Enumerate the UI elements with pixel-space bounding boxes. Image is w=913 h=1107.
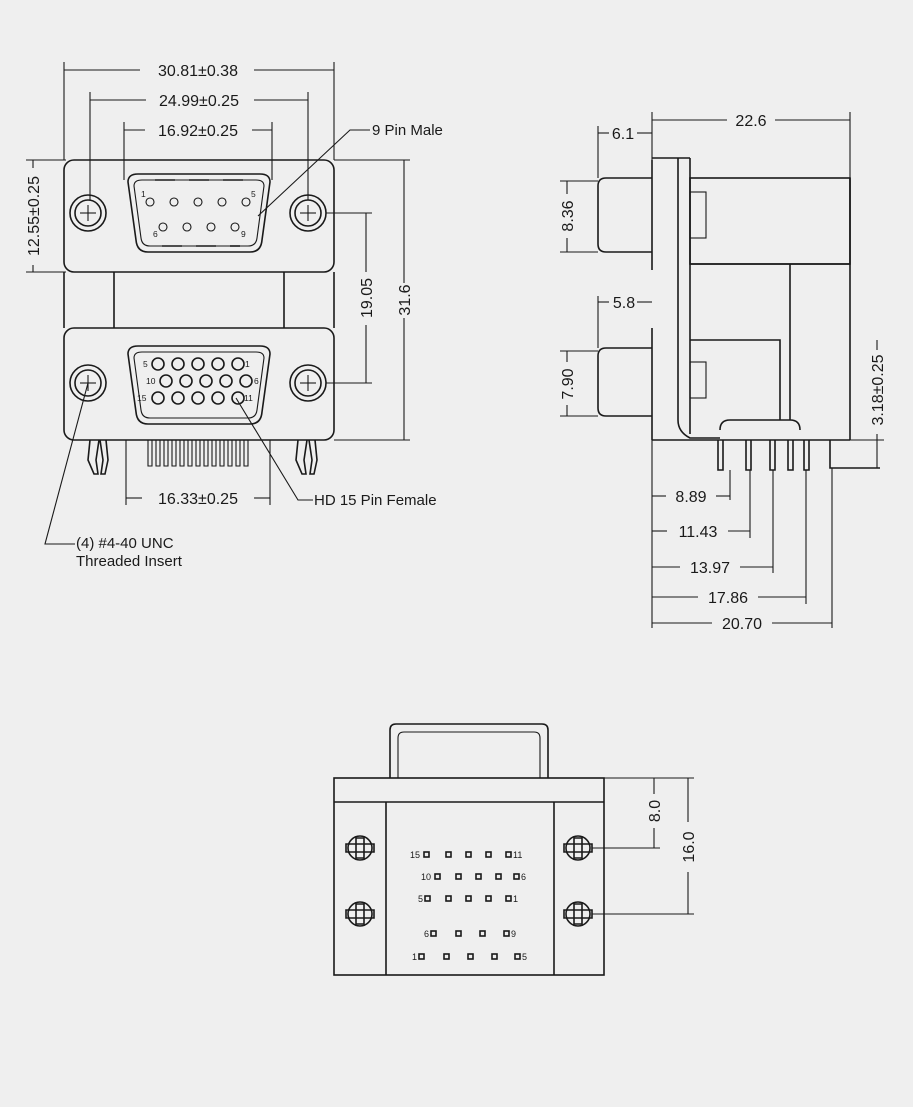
pad-label: 6 bbox=[521, 872, 526, 882]
side-view: 22.6 6.1 8.36 5.8 bbox=[560, 112, 887, 633]
dim-depth: 22.6 bbox=[651, 112, 851, 178]
dim-overall-width: 30.81±0.38 bbox=[64, 63, 334, 80]
hd15-shell bbox=[127, 345, 271, 425]
hd15-pin-label: 1 bbox=[245, 359, 250, 369]
callout-threaded-insert-line2: Threaded Insert bbox=[76, 553, 183, 570]
dim-overall-height-label: 31.6 bbox=[397, 284, 414, 315]
dim-row-2-label: 11.43 bbox=[679, 524, 718, 541]
dim-row-5: 20.70 bbox=[652, 468, 833, 633]
dim-bottom-shell-height: 7.90 bbox=[560, 350, 598, 417]
callout-threaded-insert: (4) #4-40 UNC Threaded Insert bbox=[44, 382, 183, 570]
dim-flange-height: 12.55±0.25 bbox=[26, 159, 66, 273]
dim-row-1: 8.89 bbox=[652, 470, 731, 506]
dim-top-shell-height-label: 8.36 bbox=[560, 200, 577, 231]
board-lock-right bbox=[295, 439, 318, 475]
callout-hd15-female-label: HD 15 Pin Female bbox=[314, 492, 437, 509]
top-flange bbox=[63, 159, 335, 273]
dim-mount-hole-spacing: 24.99±0.25 bbox=[90, 93, 308, 110]
dim-shell-width-9pin-label: 16.92±0.25 bbox=[158, 123, 238, 140]
dim-top-shell-depth-label: 6.1 bbox=[612, 126, 634, 143]
board-lock-symbol bbox=[563, 835, 593, 861]
pad-label: 9 bbox=[511, 929, 516, 939]
pcb-pins bbox=[147, 440, 249, 467]
pad-label: 6 bbox=[424, 929, 429, 939]
pad-label: 5 bbox=[418, 894, 423, 904]
dim-bottom-shell-depth: 5.8 bbox=[597, 295, 652, 348]
front-view: 30.81±0.38 24.99±0.25 16.92±0.25 12.55±0… bbox=[26, 62, 443, 570]
mount-hole-top-right bbox=[289, 194, 327, 232]
hd15-pin-label: 5 bbox=[143, 359, 148, 369]
pad-label: 1 bbox=[412, 952, 417, 962]
callout-hd15-female: HD 15 Pin Female bbox=[235, 397, 437, 509]
dim-row-3-label: 13.97 bbox=[690, 560, 730, 577]
dim-flange-height-label: 12.55±0.25 bbox=[26, 176, 43, 256]
dim-half-spacing-label: 8.0 bbox=[647, 800, 664, 822]
db9-pin-label: 6 bbox=[153, 229, 158, 239]
dim-shell-width-15pin-label: 16.33±0.25 bbox=[158, 491, 238, 508]
callout-9-pin-male: 9 Pin Male bbox=[257, 122, 443, 217]
dim-shell-width-9pin: 16.92±0.25 bbox=[124, 123, 272, 140]
dim-row-4-label: 17.86 bbox=[708, 590, 748, 607]
bottom-flange bbox=[63, 327, 335, 441]
dim-standoff-label: 3.18±0.25 bbox=[870, 354, 887, 425]
mount-hole-top-left bbox=[69, 194, 107, 232]
dim-top-shell-depth: 6.1 bbox=[597, 126, 652, 178]
hd15-pin-label: 10 bbox=[146, 376, 156, 386]
board-lock-symbol bbox=[345, 901, 375, 927]
hd15-pin-label: 15 bbox=[137, 393, 147, 403]
db9-pins bbox=[145, 197, 251, 232]
dim-full-spacing: 16.0 bbox=[592, 777, 698, 915]
db9-pin-label: 9 bbox=[241, 229, 246, 239]
pad-label: 10 bbox=[421, 872, 431, 882]
hd15-pin-label: 11 bbox=[244, 393, 253, 403]
dim-half-spacing: 8.0 bbox=[592, 777, 664, 849]
hd15-pin-label: 6 bbox=[254, 376, 259, 386]
dim-overall-height: 31.6 bbox=[334, 159, 414, 441]
dim-full-spacing-label: 16.0 bbox=[681, 831, 698, 862]
db9-pin-label: 5 bbox=[251, 189, 256, 199]
dim-top-shell-height: 8.36 bbox=[560, 180, 598, 253]
board-lock-symbol bbox=[345, 835, 375, 861]
mount-hole-bottom-right bbox=[289, 364, 327, 402]
db9-pin-label: 1 bbox=[141, 189, 146, 199]
dim-shell-width-15pin: 16.33±0.25 bbox=[126, 491, 270, 508]
callout-threaded-insert-line1: (4) #4-40 UNC bbox=[76, 535, 174, 552]
callout-9-pin-male-label: 9 Pin Male bbox=[372, 122, 443, 139]
dim-bottom-shell-depth-label: 5.8 bbox=[613, 295, 635, 312]
pad-label: 15 bbox=[410, 850, 420, 860]
dim-bottom-shell-height-label: 7.90 bbox=[560, 368, 577, 399]
dim-vertical-spacing: 19.05 bbox=[326, 212, 376, 384]
dim-row-1-label: 8.89 bbox=[675, 489, 706, 506]
dim-row-2: 11.43 bbox=[652, 470, 751, 541]
dim-overall-width-label: 30.81±0.38 bbox=[158, 63, 238, 80]
dim-mount-hole-spacing-label: 24.99±0.25 bbox=[159, 93, 239, 110]
side-pins bbox=[717, 440, 880, 471]
pad-label: 1 bbox=[513, 894, 518, 904]
hd15-pins bbox=[151, 357, 253, 405]
dim-row-4: 17.86 bbox=[652, 470, 807, 607]
board-lock-left bbox=[87, 439, 109, 475]
pcb-pads bbox=[418, 851, 521, 960]
bottom-view: 15 11 10 6 5 1 6 9 1 5 8.0 16.0 bbox=[333, 723, 698, 976]
dim-vertical-spacing-label: 19.05 bbox=[359, 278, 376, 318]
pad-label: 5 bbox=[522, 952, 527, 962]
dim-depth-label: 22.6 bbox=[735, 113, 766, 130]
db9-shell bbox=[127, 173, 271, 253]
dim-row-3: 13.97 bbox=[652, 470, 774, 577]
board-lock-symbol bbox=[563, 901, 593, 927]
dim-row-5-label: 20.70 bbox=[722, 616, 762, 633]
pad-label: 11 bbox=[513, 850, 522, 860]
dim-standoff: 3.18±0.25 bbox=[850, 340, 887, 468]
